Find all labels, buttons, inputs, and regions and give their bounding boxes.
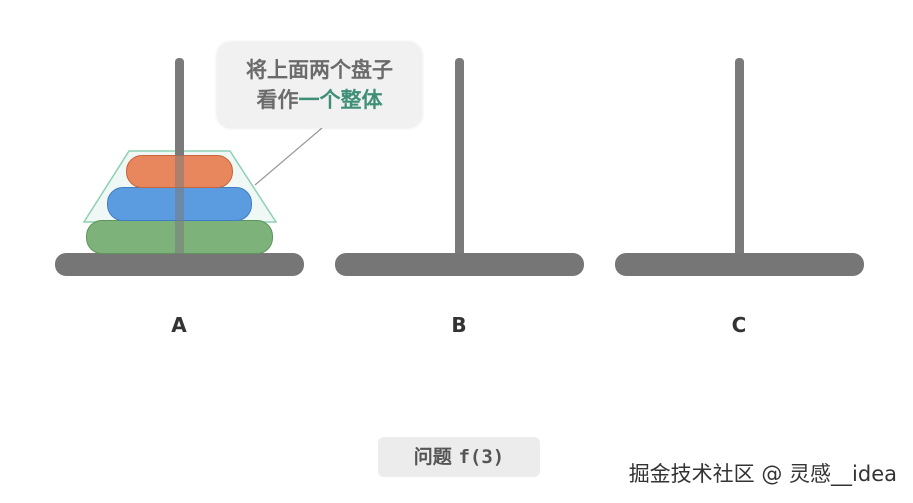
base-a	[55, 253, 304, 276]
callout-bubble: 将上面两个盘子 看作一个整体	[217, 42, 422, 128]
caption-expr: f(3)	[458, 446, 505, 468]
rod-b	[455, 58, 464, 258]
callout-line-2: 看作一个整体	[217, 85, 422, 115]
peg-label-b: B	[451, 313, 467, 337]
base-b	[335, 253, 584, 276]
callout-pointer-line	[254, 127, 323, 186]
callout-highlight: 一个整体	[298, 88, 383, 112]
problem-caption: 问题 f(3)	[378, 437, 540, 477]
peg-label-c: C	[731, 313, 747, 337]
callout-line-2-prefix: 看作	[256, 88, 299, 112]
base-c	[615, 253, 864, 276]
peg-label-a: A	[171, 313, 187, 337]
caption-text: 问题	[413, 446, 452, 468]
rod-a-overlay	[175, 155, 184, 254]
watermark: 掘金技术社区 @ 灵感__idea	[628, 462, 897, 486]
rod-c	[735, 58, 744, 258]
callout-line-1: 将上面两个盘子	[246, 58, 393, 82]
